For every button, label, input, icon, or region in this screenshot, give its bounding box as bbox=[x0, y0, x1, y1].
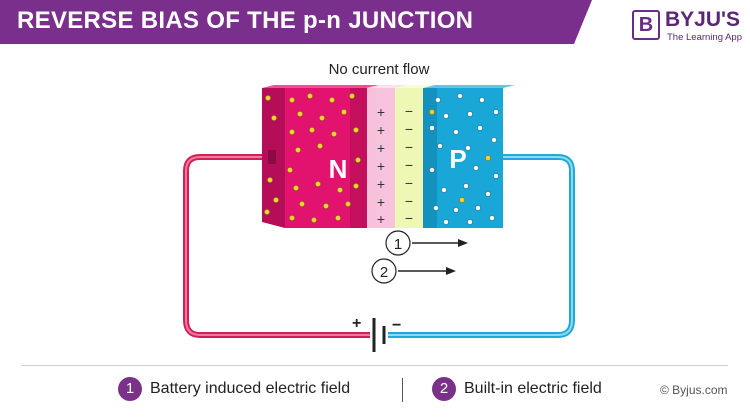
negative-ion-sign: − bbox=[405, 210, 413, 226]
positive-ion-sign: + bbox=[377, 158, 385, 174]
built-in-field-arrow: 2 bbox=[371, 258, 456, 284]
positive-ion-layer bbox=[367, 88, 395, 228]
arrow-number: 2 bbox=[380, 264, 388, 281]
legend-item-battery-field: 1 Battery induced electric field bbox=[118, 376, 350, 402]
right-wire-inner bbox=[388, 156, 573, 336]
battery-positive-sign: + bbox=[352, 315, 361, 332]
n-region-label: N bbox=[329, 154, 348, 184]
battery-negative-sign: − bbox=[392, 317, 401, 334]
arrow-number: 1 bbox=[394, 236, 402, 253]
legend-label: Battery induced electric field bbox=[150, 380, 351, 397]
legend-label: Built-in electric field bbox=[464, 380, 602, 397]
logo-mark: B bbox=[632, 10, 660, 40]
positive-ion-sign: + bbox=[377, 194, 385, 210]
negative-ion-sign: − bbox=[405, 103, 413, 119]
diagram-caption: No current flow bbox=[329, 61, 430, 78]
negative-ion-sign: − bbox=[405, 121, 413, 137]
n-contact bbox=[268, 150, 276, 164]
battery-field-arrow: 1 bbox=[385, 230, 468, 256]
pn-junction-diagram: + − + + + + + + + − − − − − − − bbox=[183, 61, 575, 352]
legend-separator bbox=[402, 378, 403, 402]
negative-ion-sign: − bbox=[405, 157, 413, 173]
positive-ion-sign: + bbox=[377, 122, 385, 138]
byjus-logo: B BYJU'S The Learning App bbox=[632, 8, 742, 48]
page-title: REVERSE BIAS OF THE p-n JUNCTION bbox=[17, 7, 474, 34]
p-region-label: P bbox=[449, 144, 466, 174]
negative-ion-sign: − bbox=[405, 139, 413, 155]
p-region-shade bbox=[423, 88, 437, 228]
logo-tagline: The Learning App bbox=[667, 32, 743, 43]
p-region-top bbox=[423, 85, 515, 88]
positive-ion-sign: + bbox=[377, 176, 385, 192]
title-banner: REVERSE BIAS OF THE p-n JUNCTION bbox=[0, 0, 600, 44]
p-region-holes bbox=[429, 93, 499, 225]
n-region-electrons bbox=[264, 93, 361, 223]
negative-layer-top bbox=[395, 85, 435, 88]
negative-ion-sign: − bbox=[405, 175, 413, 191]
logo-name: BYJU'S bbox=[665, 8, 741, 31]
legend-item-built-in-field: 2 Built-in electric field bbox=[432, 376, 602, 402]
positive-layer-top bbox=[367, 85, 407, 88]
legend-divider bbox=[22, 365, 728, 366]
legend-number: 2 bbox=[432, 377, 456, 401]
positive-ion-sign: + bbox=[377, 140, 385, 156]
p-region-electrons bbox=[429, 109, 491, 203]
negative-ion-sign: − bbox=[405, 193, 413, 209]
legend-number: 1 bbox=[118, 377, 142, 401]
negative-ion-layer bbox=[395, 88, 423, 228]
banner-shape bbox=[0, 0, 592, 44]
copyright-text: © Byjus.com bbox=[660, 383, 728, 397]
left-wire-inner bbox=[185, 156, 370, 336]
positive-ion-sign: + bbox=[377, 211, 385, 227]
n-region-top bbox=[262, 85, 379, 88]
positive-ion-sign: + bbox=[377, 104, 385, 120]
